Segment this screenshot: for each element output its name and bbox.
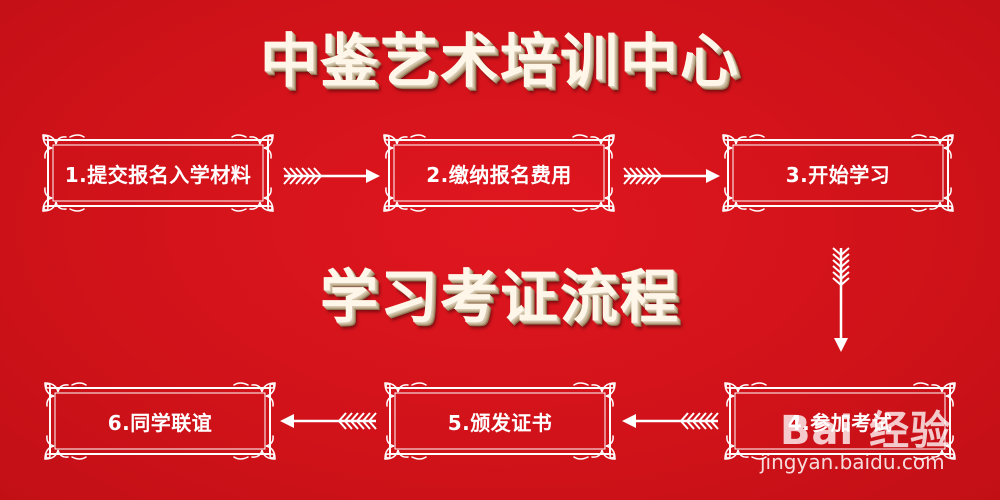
ornate-frame-icon <box>722 134 954 212</box>
ornate-frame-icon <box>42 134 274 212</box>
step-5-box: 5.颁发证书 <box>382 380 618 462</box>
step-2-box: 2.缴纳报名费用 <box>381 132 617 214</box>
ornate-frame-icon <box>724 382 956 460</box>
arrow-left-icon <box>280 412 377 430</box>
ornate-frame-icon <box>383 134 615 212</box>
step-4-box: 4.参加考试 <box>722 380 958 462</box>
step-1-label: 1.提交报名入学材料 <box>64 162 252 187</box>
step-2-label: 2.缴纳报名费用 <box>426 162 572 187</box>
step-6-box: 6.同学联谊 <box>42 380 278 462</box>
arrow-left-icon <box>622 412 719 430</box>
step-3-label: 3.开始学习 <box>785 162 891 187</box>
process-title: 学习考证流程 <box>319 263 680 331</box>
arrow-right-icon <box>623 167 720 185</box>
arrow-right-icon <box>283 167 380 185</box>
step-4-label: 4.参加考试 <box>787 410 893 435</box>
step-5-label: 5.颁发证书 <box>447 410 553 435</box>
arrow-down-icon <box>832 247 850 352</box>
step-1-box: 1.提交报名入学材料 <box>40 132 276 214</box>
step-6-label: 6.同学联谊 <box>107 410 213 435</box>
main-title: 中鉴艺术培训中心 <box>259 27 740 95</box>
ornate-frame-icon <box>384 382 616 460</box>
step-3-box: 3.开始学习 <box>720 132 956 214</box>
ornate-frame-icon <box>44 382 276 460</box>
